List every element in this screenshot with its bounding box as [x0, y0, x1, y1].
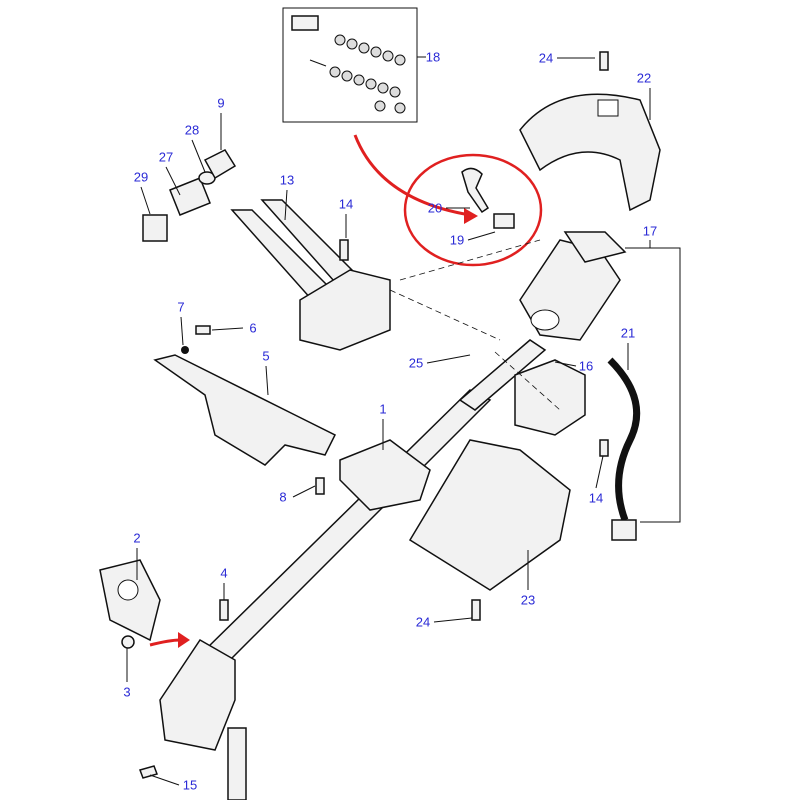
part-universal-joint: [159, 639, 236, 751]
part-1-bracket: [339, 439, 431, 511]
callout-25: 25: [408, 355, 424, 371]
callout-14: 14: [338, 196, 354, 212]
callout-5: 5: [262, 348, 270, 364]
part-16-switch: [514, 359, 586, 436]
part-27-spring: [169, 177, 211, 216]
part-13-switch: [299, 269, 391, 351]
part-23-lower-shroud: [408, 439, 571, 591]
callout-6: 6: [249, 320, 257, 336]
callout-8: 8: [279, 489, 287, 505]
part-5-bracket: [153, 354, 337, 466]
callout-20: 20: [427, 200, 443, 216]
part-24-screw-top: [599, 51, 609, 71]
callout-23: 23: [520, 592, 536, 608]
callout-3: 3: [123, 684, 131, 700]
callout-17: 17: [642, 223, 658, 239]
highlight-circle: [403, 153, 543, 267]
callout-22: 22: [636, 70, 652, 86]
callout-4: 4: [220, 565, 228, 581]
part-4-bolt: [219, 599, 229, 621]
callout-15: 15: [182, 777, 198, 793]
callout-9: 9: [217, 95, 225, 111]
callout-14-lower: 14: [588, 490, 604, 506]
callout-19: 19: [449, 232, 465, 248]
part-18-lock-components: [291, 15, 406, 114]
callout-28: 28: [184, 122, 200, 138]
callout-18: 18: [425, 49, 441, 65]
callout-29: 29: [133, 169, 149, 185]
callout-27: 27: [158, 149, 174, 165]
callout-1: 1: [379, 401, 387, 417]
part-22-upper-shroud: [519, 93, 661, 212]
callout-16: 16: [578, 358, 594, 374]
callout-21: 21: [620, 325, 636, 341]
part-19-cylinder: [493, 213, 515, 229]
part-9-lever: [203, 149, 237, 180]
part-3-nut: [121, 635, 135, 649]
part-29-bush: [142, 214, 168, 242]
red-arrow-joint: [149, 638, 181, 647]
red-arrow-key: [353, 134, 471, 217]
callout-2: 2: [133, 530, 141, 546]
callout-24: 24: [538, 50, 554, 66]
part-15-bolt: [139, 765, 158, 779]
callout-24-lower: 24: [415, 614, 431, 630]
callout-13: 13: [279, 172, 295, 188]
part-20-key: [461, 167, 515, 229]
part-21-harness: [607, 357, 641, 522]
callout-7: 7: [177, 299, 185, 315]
